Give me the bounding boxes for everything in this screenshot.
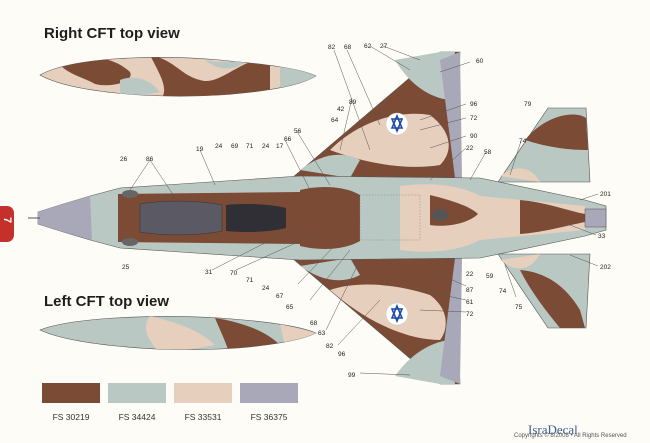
right-cft-heading: Right CFT top view (44, 25, 180, 42)
callout-labels: 82 68 62 27 60 89 42 64 96 72 90 79 74 6… (120, 43, 611, 379)
callout: 22 (466, 271, 474, 278)
roundel-upper (385, 112, 409, 136)
callout: 86 (146, 156, 154, 163)
callout: 42 (337, 106, 345, 113)
callout: 74 (519, 138, 527, 145)
callout: 66 (284, 136, 292, 143)
callout: 71 (246, 277, 254, 284)
right-cft-shape (39, 57, 317, 97)
callout: 17 (276, 143, 284, 150)
callout: 22 (466, 145, 474, 152)
callout: 74 (499, 288, 507, 295)
callout: 89 (349, 99, 357, 106)
callout: 70 (230, 270, 238, 277)
callout: 65 (286, 304, 294, 311)
copyright-notice: Copyrights © 8/2008 • All Rights Reserve… (514, 433, 627, 439)
callout: 19 (196, 146, 204, 153)
left-cft-heading: Left CFT top view (44, 293, 169, 310)
callout: 67 (276, 293, 284, 300)
callout: 96 (470, 101, 478, 108)
callout: 27 (380, 43, 388, 50)
callout: 75 (515, 304, 523, 311)
callout: 82 (328, 44, 336, 51)
callout: 82 (326, 343, 334, 350)
left-cft-shape (39, 316, 317, 350)
swatch-label: FS 34424 (118, 412, 156, 422)
callout: 24 (262, 285, 270, 292)
callout: 99 (348, 372, 356, 379)
callout: 60 (476, 58, 484, 65)
callout: 61 (466, 299, 474, 306)
callout: 72 (466, 311, 474, 318)
callout: 96 (338, 351, 346, 358)
callout: 201 (600, 191, 611, 198)
callout-leader-lines (129, 45, 599, 376)
callout: 24 (262, 143, 270, 150)
callout: 59 (486, 273, 494, 280)
callout: 71 (246, 143, 254, 150)
callout: 202 (600, 264, 611, 271)
callout: 68 (310, 320, 318, 327)
callout: 90 (470, 133, 478, 140)
callout: 64 (331, 117, 339, 124)
swatch-label: FS 30219 (52, 412, 90, 422)
callout: 72 (470, 115, 478, 122)
callout: 68 (344, 44, 352, 51)
callout: 26 (120, 156, 128, 163)
swatch-label: FS 36375 (250, 412, 288, 422)
swatch-fs-36375 (240, 383, 298, 403)
callout: 79 (524, 101, 532, 108)
roundel-lower (385, 302, 409, 326)
callout: 56 (294, 128, 302, 135)
callout: 58 (484, 149, 492, 156)
callout: 31 (205, 269, 213, 276)
callout: 33 (598, 233, 606, 240)
swatch-label: FS 33531 (184, 412, 222, 422)
swatch-fs-34424 (108, 383, 166, 403)
callout: 63 (318, 330, 326, 337)
callout: 62 (364, 43, 372, 50)
callout: 25 (122, 264, 130, 271)
f16i-top-view (28, 51, 607, 385)
brand-logo-text: IsraDecal (528, 422, 578, 437)
callout: 69 (231, 143, 239, 150)
callout: 87 (466, 287, 474, 294)
swatch-fs-30219 (42, 383, 100, 403)
page-tab (0, 206, 14, 242)
callout: 24 (215, 143, 223, 150)
swatch-fs-33531 (174, 383, 232, 403)
